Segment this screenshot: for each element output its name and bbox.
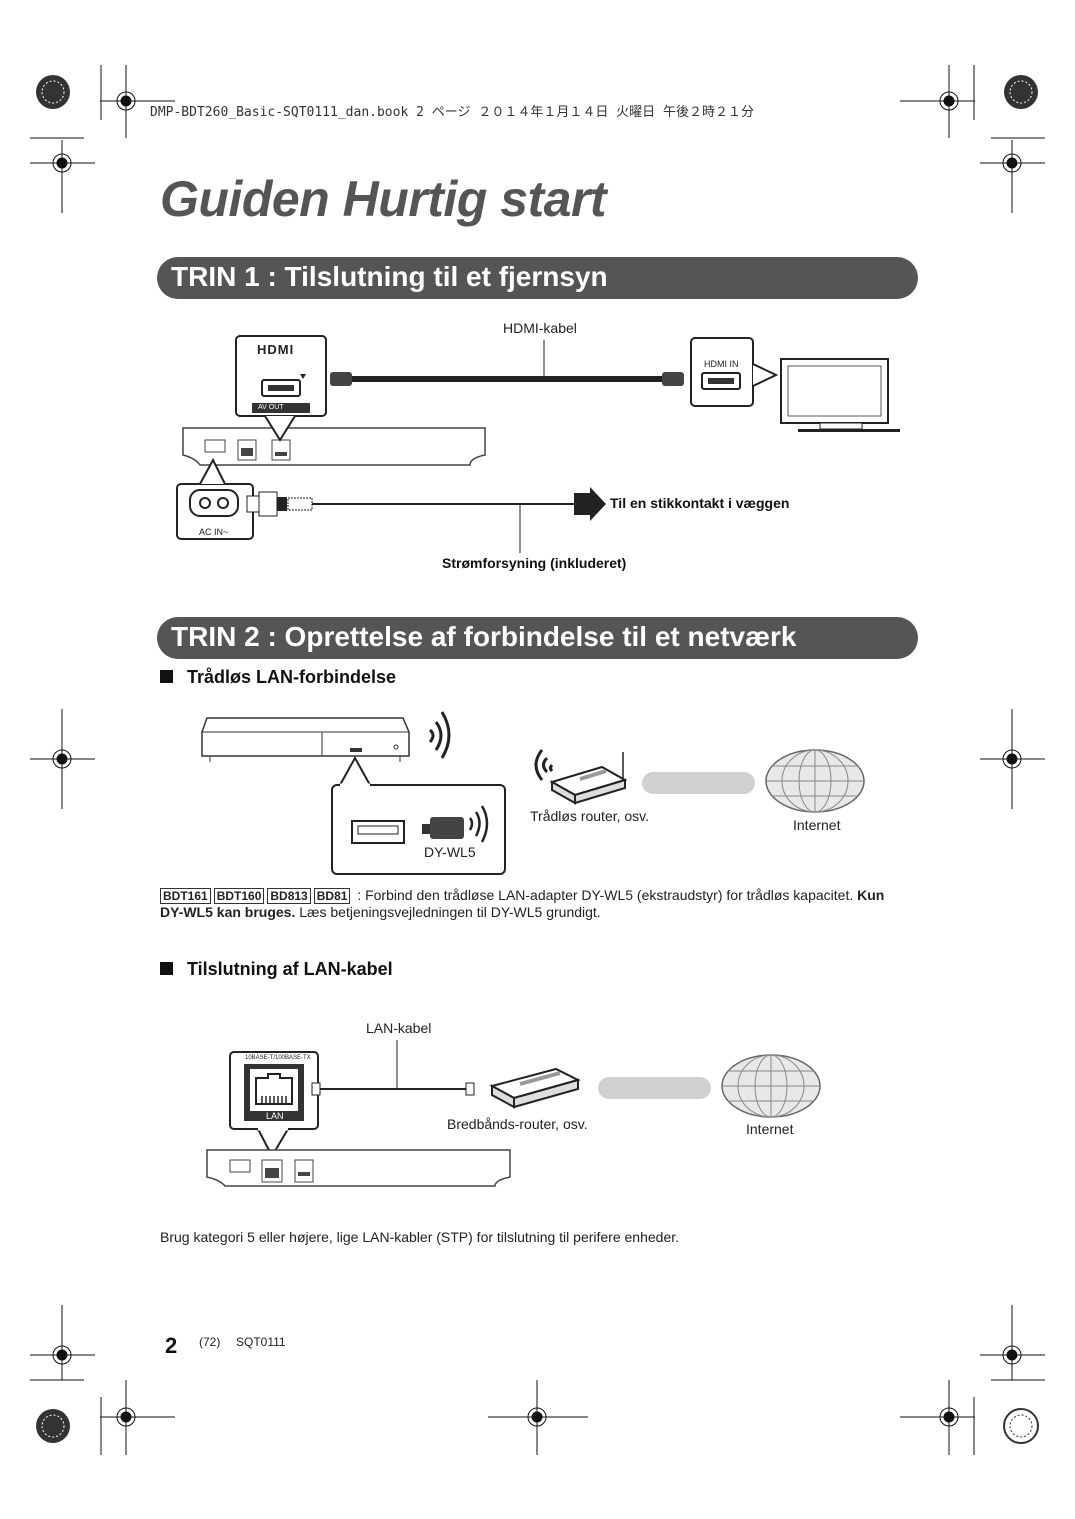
wired-subheading: Tilslutning af LAN-kabel [160,959,393,980]
note-bold-1: Kun [857,887,885,903]
adapter-label: DY-WL5 [424,844,476,860]
lan-cable-label: LAN-kabel [366,1020,432,1036]
print-header: DMP-BDT260_Basic-SQT0111_dan.book 2 ページ … [150,105,754,120]
wireless-subheading: Trådløs LAN-forbindelse [160,667,396,688]
hdmi-in-label: HDMI IN [704,359,739,369]
step1-heading: TRIN 1 : Tilslutning til et fjernsyn [157,257,918,299]
page-title: Guiden Hurtig start [160,171,607,227]
step2-heading: TRIN 2 : Oprettelse af forbindelse til e… [157,617,918,659]
wired-subheading-text: Tilslutning af LAN-kabel [187,959,393,979]
ac-in-label: AC IN~ [199,527,229,537]
doc-code: SQT0111 [236,1335,286,1349]
wired-internet-label: Internet [746,1121,794,1137]
note-text-1: : Forbind den trådløse LAN-adapter DY-WL… [357,887,854,903]
av-out-label: AV OUT [258,404,284,411]
model-badge: BD813 [267,888,311,904]
power-supply-label: Strømforsyning (inkluderet) [442,555,627,571]
hdmi-logo: HDMI [257,342,295,357]
wireless-router-label: Trådløs router, osv. [530,808,650,824]
page-number: 2 [165,1333,178,1358]
lan-port-label: LAN [266,1111,284,1121]
lan-footnote: Brug kategori 5 eller højere, lige LAN-k… [160,1229,680,1245]
broadband-router-label: Bredbånds-router, osv. [447,1116,588,1132]
lan-port-top-label: 10BASE-T/100BASE-TX [245,1055,311,1061]
wall-outlet-label: Til en stikkontakt i væggen [610,495,790,511]
wireless-subheading-text: Trådløs LAN-forbindelse [187,667,397,687]
page-ref: (72) [199,1335,221,1349]
hdmi-cable-label: HDMI-kabel [503,320,577,336]
note-bold-2: DY-WL5 kan bruges. [160,904,296,920]
model-badge: BDT160 [213,888,265,904]
wireless-internet-label: Internet [793,817,841,833]
bullet-square-icon [160,962,173,975]
bullet-square-icon [160,670,173,683]
note-text-2: Læs betjeningsvejledningen til DY-WL5 gr… [299,904,601,920]
